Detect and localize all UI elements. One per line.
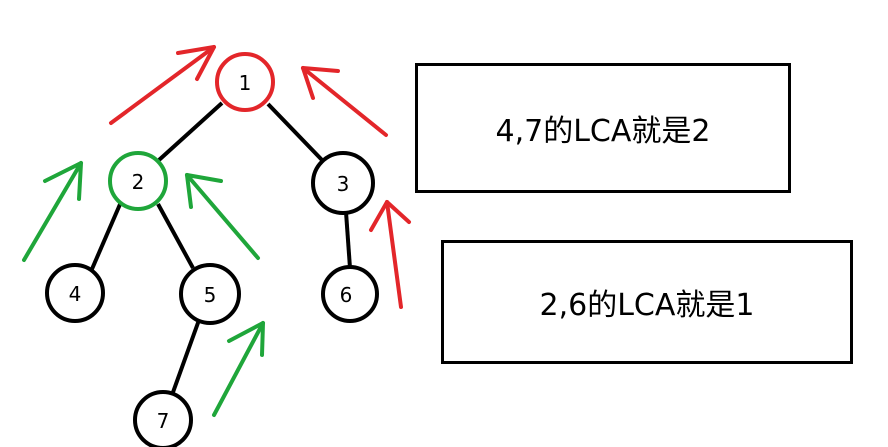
edge-2-5 (156, 203, 195, 269)
edge-1-3 (266, 102, 324, 162)
node-label-5: 5 (204, 283, 217, 307)
node-label-2: 2 (132, 170, 145, 194)
tree-node-2: 2 (108, 151, 168, 211)
red-arrows (109, 45, 411, 309)
green-arrows (22, 161, 265, 417)
green-arrow-to-node-5 (212, 321, 265, 417)
tree-node-3: 3 (311, 151, 375, 215)
green-arrow-to-node-2-left (22, 161, 83, 262)
tree-nodes: 1 2 3 4 5 6 7 (45, 52, 379, 447)
edge-2-4 (90, 201, 123, 270)
tree-node-4: 4 (45, 263, 105, 323)
node-label-4: 4 (69, 282, 82, 306)
tree-node-6: 6 (321, 265, 379, 323)
green-arrow-to-node-2-right (185, 173, 260, 260)
node-label-7: 7 (157, 409, 170, 433)
edge-5-7 (170, 319, 201, 396)
node-label-6: 6 (340, 283, 353, 307)
tree-node-7: 7 (133, 390, 193, 447)
edge-3-6 (344, 211, 352, 269)
node-label-1: 1 (239, 71, 252, 95)
red-arrow-to-node-1-left (109, 45, 216, 125)
edge-1-2 (157, 101, 224, 162)
tree-edges (90, 101, 352, 396)
red-arrow-to-node-1-right (301, 66, 388, 137)
tree-node-5: 5 (179, 263, 241, 325)
note-text-lca-4-7: 4,7的LCA就是2 (495, 114, 711, 149)
note-text-lca-2-6: 2,6的LCA就是1 (539, 288, 755, 323)
tree-node-1: 1 (215, 52, 275, 112)
red-arrow-to-node-3 (369, 200, 411, 309)
note-box-lca-2-6: 2,6的LCA就是1 (441, 240, 853, 364)
note-box-lca-4-7: 4,7的LCA就是2 (415, 63, 791, 193)
node-label-3: 3 (337, 172, 350, 196)
